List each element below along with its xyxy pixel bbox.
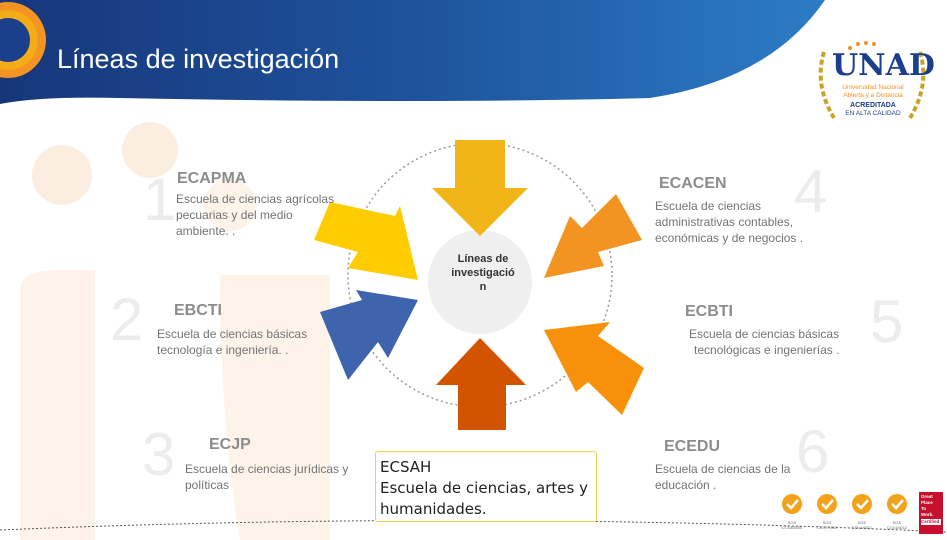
certification-check-icon (817, 494, 837, 514)
certification-4: SGS CO14/6012 (882, 493, 912, 530)
school-abbr-ecbti: ECBTI (685, 303, 733, 320)
research-lines-diagram (314, 140, 644, 430)
accreditation-badge: ACREDITADA EN ALTA CALIDAD (845, 102, 901, 117)
certification-1: SGS CO18/8455 (777, 493, 807, 530)
arrow-ecacen (544, 194, 642, 278)
school-desc-ecacen: Escuela de ciencias administrativas cont… (655, 199, 804, 245)
school-box-ecsah: ECSAH Escuela de ciencias, artes y human… (375, 451, 597, 522)
school-desc-ecbti: Escuela de ciencias básicas tecnológicas… (689, 327, 840, 357)
school-number-1: 1 (143, 166, 177, 233)
unad-subtitle: Universidad Nacional Abierta y a Distanc… (842, 84, 904, 99)
school-desc-ecsah-line1: Escuela de ciencias, artes y (380, 479, 588, 497)
laurel-icon (818, 41, 926, 120)
certification-check-icon (852, 494, 872, 514)
school-abbr-ecedu: ECEDU (664, 438, 721, 455)
unad-logo: UNAD Universidad Nacional Abierta y a Di… (812, 40, 935, 128)
center-circle (428, 230, 532, 334)
school-number-2: 2 (110, 286, 144, 353)
school-desc-ecedu: Escuela de ciencias de la educación . (655, 462, 791, 492)
unad-wordmark: UNAD (832, 48, 935, 83)
certification-2: SGS CO17/7811 (812, 493, 842, 530)
arrow-ecbti (544, 322, 644, 415)
page-title: Líneas de investigación (57, 44, 340, 74)
school-abbr-ecacen: ECACEN (659, 175, 727, 192)
arrow-ecapma (314, 202, 418, 280)
school-abbr-ecapma: ECAPMA (177, 170, 247, 187)
school-abbr-ecsah: ECSAH (380, 458, 432, 476)
school-abbr-ebcti: EBCTI (174, 302, 222, 319)
certification-3: SGS CO14/6011 (847, 493, 877, 530)
great-place-to-work-badge: Great Place To Work. Certified (919, 492, 943, 534)
school-number-3: 3 (142, 421, 176, 488)
school-desc-ecapma: Escuela de ciencias agrícolas pecuarias … (176, 192, 335, 238)
school-desc-ebcti: Escuela de ciencias básicas tecnología e… (157, 327, 308, 357)
school-desc-ecjp: Escuela de ciencias jurídicas y política… (185, 462, 349, 492)
certification-check-icon (782, 494, 802, 514)
school-number-4: 4 (794, 158, 828, 225)
arrow-ebcti (320, 290, 418, 380)
school-number-5: 5 (870, 288, 904, 355)
center-label: Líneas de investigació n (451, 253, 515, 293)
certification-check-icon (887, 494, 907, 514)
school-number-6: 6 (796, 418, 830, 485)
school-desc-ecsah-line2: humanidades. (380, 500, 487, 518)
arrow-top (432, 140, 528, 236)
arrow-ecsah (436, 338, 526, 430)
school-abbr-ecjp: ECJP (209, 436, 251, 453)
header-band (0, 0, 825, 104)
